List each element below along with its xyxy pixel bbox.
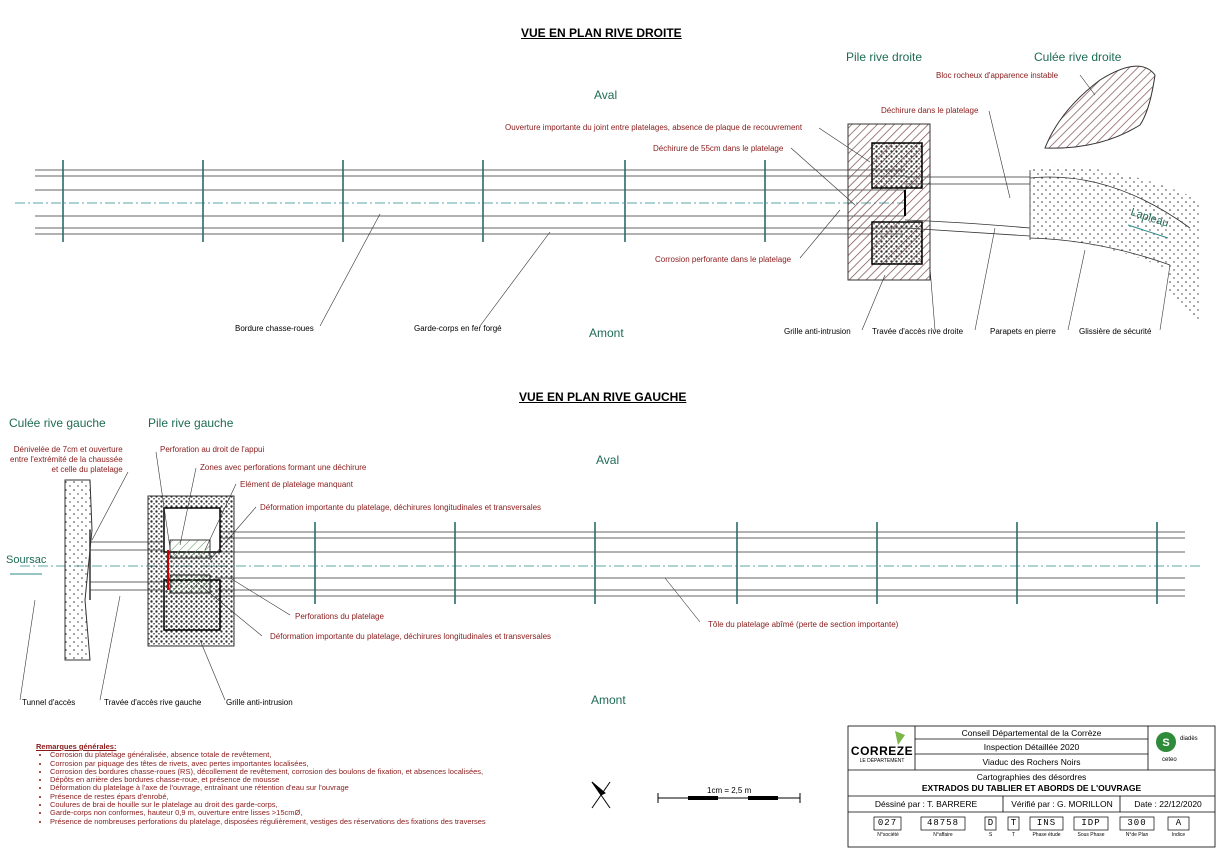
label-perforation-appui: Perforation au droit de l'appui <box>160 445 265 454</box>
label-denivelee-line2: entre l'extrémité de la chaussée <box>10 455 123 464</box>
correze-logo-text: CORREZE <box>850 744 914 758</box>
bottom-view-title: VUE EN PLAN RIVE GAUCHE <box>519 390 687 404</box>
code-label: Indice <box>1171 832 1186 838</box>
label-denivelee-line1: Dénivelée de 7cm et ouverture <box>13 445 123 454</box>
remarks-heading: Remarques générales: <box>36 742 117 751</box>
remark-item: Présence de restes épars d'enrobé, <box>50 792 576 801</box>
label-dechirure-55: Déchirure de 55cm dans le platelage <box>653 144 784 153</box>
general-remarks: Remarques générales: Corrosion du platel… <box>36 742 576 826</box>
top-pier <box>847 123 931 281</box>
cartouche-conseil: Conseil Départemental de la Corrèze <box>961 728 1102 738</box>
diades-logo-text: diadès <box>1180 736 1198 742</box>
bottom-left-rock <box>64 479 93 661</box>
top-view-title: VUE EN PLAN RIVE DROITE <box>521 26 682 40</box>
remark-item: Déformation du platelage à l'axe de l'ou… <box>50 784 576 793</box>
label-dechirure-platelage: Déchirure dans le platelage <box>881 106 979 115</box>
label-travee-bottom: Travée d'accès rive gauche <box>104 698 202 707</box>
label-grille-bottom: Grille anti-intrusion <box>226 698 293 707</box>
top-amont-label: Amont <box>589 326 624 340</box>
top-rock-block <box>1044 65 1156 149</box>
remark-item: Présence de nombreuses perforations du p… <box>50 817 576 826</box>
label-garde-corps: Garde-corps en fer forgé <box>414 324 502 333</box>
code-sous-phase: IDP <box>1081 818 1101 828</box>
label-bloc-rocheux: Bloc rocheux d'apparence instable <box>936 71 1059 80</box>
label-corrosion-perforante: Corrosion perforante dans le platelage <box>655 255 792 264</box>
label-parapets: Parapets en pierre <box>990 327 1056 336</box>
bottom-access-span <box>89 530 165 600</box>
cartouche-verifie: Vérifié par : G. MORILLON <box>1011 799 1113 809</box>
remark-item: Dépôts en arrière des bordures chasse-ro… <box>50 775 576 784</box>
label-denivelee-line3: et celle du platelage <box>51 465 123 474</box>
remark-item: Corrosion par piquage des têtes de rivet… <box>50 759 576 768</box>
remark-item: Coulures de brai de houille sur le plate… <box>50 800 576 809</box>
bottom-aval-label: Aval <box>596 453 620 467</box>
scale-bar <box>657 793 801 803</box>
remark-item: Corrosion du platelage généralisée, abse… <box>50 750 576 759</box>
code-s: D <box>987 818 994 828</box>
code-label: Phase étude <box>1032 832 1061 838</box>
bottom-amont-label: Amont <box>591 693 626 707</box>
label-deformation-1: Déformation importante du platelage, déc… <box>260 503 542 512</box>
code-label: Sous Phase <box>1077 832 1105 838</box>
cartouche-carto: Cartographies des désordres <box>976 772 1087 782</box>
remark-item: Corrosion des bordures chasse-roues (RS)… <box>50 767 576 776</box>
label-tunnel: Tunnel d'accès <box>22 698 76 707</box>
code-label: N°affaire <box>933 832 953 838</box>
bottom-culee-label: Culée rive gauche <box>9 416 106 430</box>
label-deformation-2: Déformation importante du platelage, déc… <box>270 632 552 641</box>
cartouche-inspection: Inspection Détaillée 2020 <box>983 742 1080 752</box>
title-block-frame <box>847 725 1216 848</box>
bottom-river-label: Soursac <box>6 554 47 566</box>
top-pile-label: Pile rive droite <box>846 50 923 64</box>
correze-logo-sub: LE DÉPARTEMENT <box>859 758 905 764</box>
bottom-pier <box>147 495 235 647</box>
label-tole: Tôle du platelage abîmé (perte de sectio… <box>708 620 899 629</box>
label-perforations: Perforations du platelage <box>295 612 384 621</box>
top-deck <box>15 169 905 235</box>
label-grille-top: Grille anti-intrusion <box>784 327 851 336</box>
top-aval-label: Aval <box>594 88 618 102</box>
label-zones: Zones avec perforations formant une déch… <box>200 463 367 472</box>
correze-logo-icon <box>895 731 905 745</box>
label-denivelee: Dénivelée de 7cm et ouverture entre l'ex… <box>10 445 123 475</box>
top-leaders <box>319 74 1171 331</box>
code-affaire: 48758 <box>926 818 959 828</box>
code-label: N°de Plan <box>1125 832 1149 838</box>
scale-label: 1cm = 2,5 m <box>707 786 752 795</box>
remark-item: Garde-corps non conformes, hauteur 0,9 m… <box>50 809 576 818</box>
code-label: S <box>988 832 993 838</box>
label-bordure: Bordure chasse-roues <box>235 324 314 333</box>
diades-logo-icon: S <box>1156 732 1176 752</box>
label-travee-top: Travée d'accès rive droite <box>872 327 964 336</box>
code-label: N°société <box>877 832 899 838</box>
cartouche-dessine: Déssiné par : T. BARRERE <box>874 799 978 809</box>
label-element-manquant: Elément de platelage manquant <box>240 480 353 489</box>
remarks-list: Corrosion du platelage généralisée, abse… <box>36 750 576 826</box>
svg-text:S: S <box>1162 737 1169 749</box>
label-ouverture-joint: Ouverture importante du joint entre plat… <box>505 123 803 132</box>
cartouche-viaduc: Viaduc des Rochers Noirs <box>982 757 1081 767</box>
top-river-arrow <box>1127 224 1169 239</box>
top-culee-label: Culée rive droite <box>1034 50 1122 64</box>
bottom-leaders <box>19 451 701 701</box>
code-societe: 027 <box>877 818 898 828</box>
cartouche-extrados: EXTRADOS DU TABLIER ET ABORDS DE L'OUVRA… <box>921 783 1142 793</box>
code-phase: INS <box>1036 818 1057 828</box>
cartouche-date: Date : 22/12/2020 <box>1134 799 1202 809</box>
north-arrow-icon <box>591 781 611 809</box>
code-label: T <box>1011 832 1016 838</box>
code-plan: 300 <box>1127 818 1147 828</box>
code-indice: A <box>1175 818 1182 828</box>
bottom-pile-label: Pile rive gauche <box>148 416 234 430</box>
label-glissiere: Glissière de sécurité <box>1079 327 1152 336</box>
code-boxes <box>873 816 1190 831</box>
code-t: T <box>1010 818 1017 828</box>
bottom-deck <box>20 531 1200 597</box>
top-terrain <box>1030 166 1200 320</box>
ceteo-logo-text: ceteo <box>1162 757 1177 763</box>
bottom-crossbeams <box>314 522 1158 604</box>
top-crossbeams <box>62 160 766 242</box>
